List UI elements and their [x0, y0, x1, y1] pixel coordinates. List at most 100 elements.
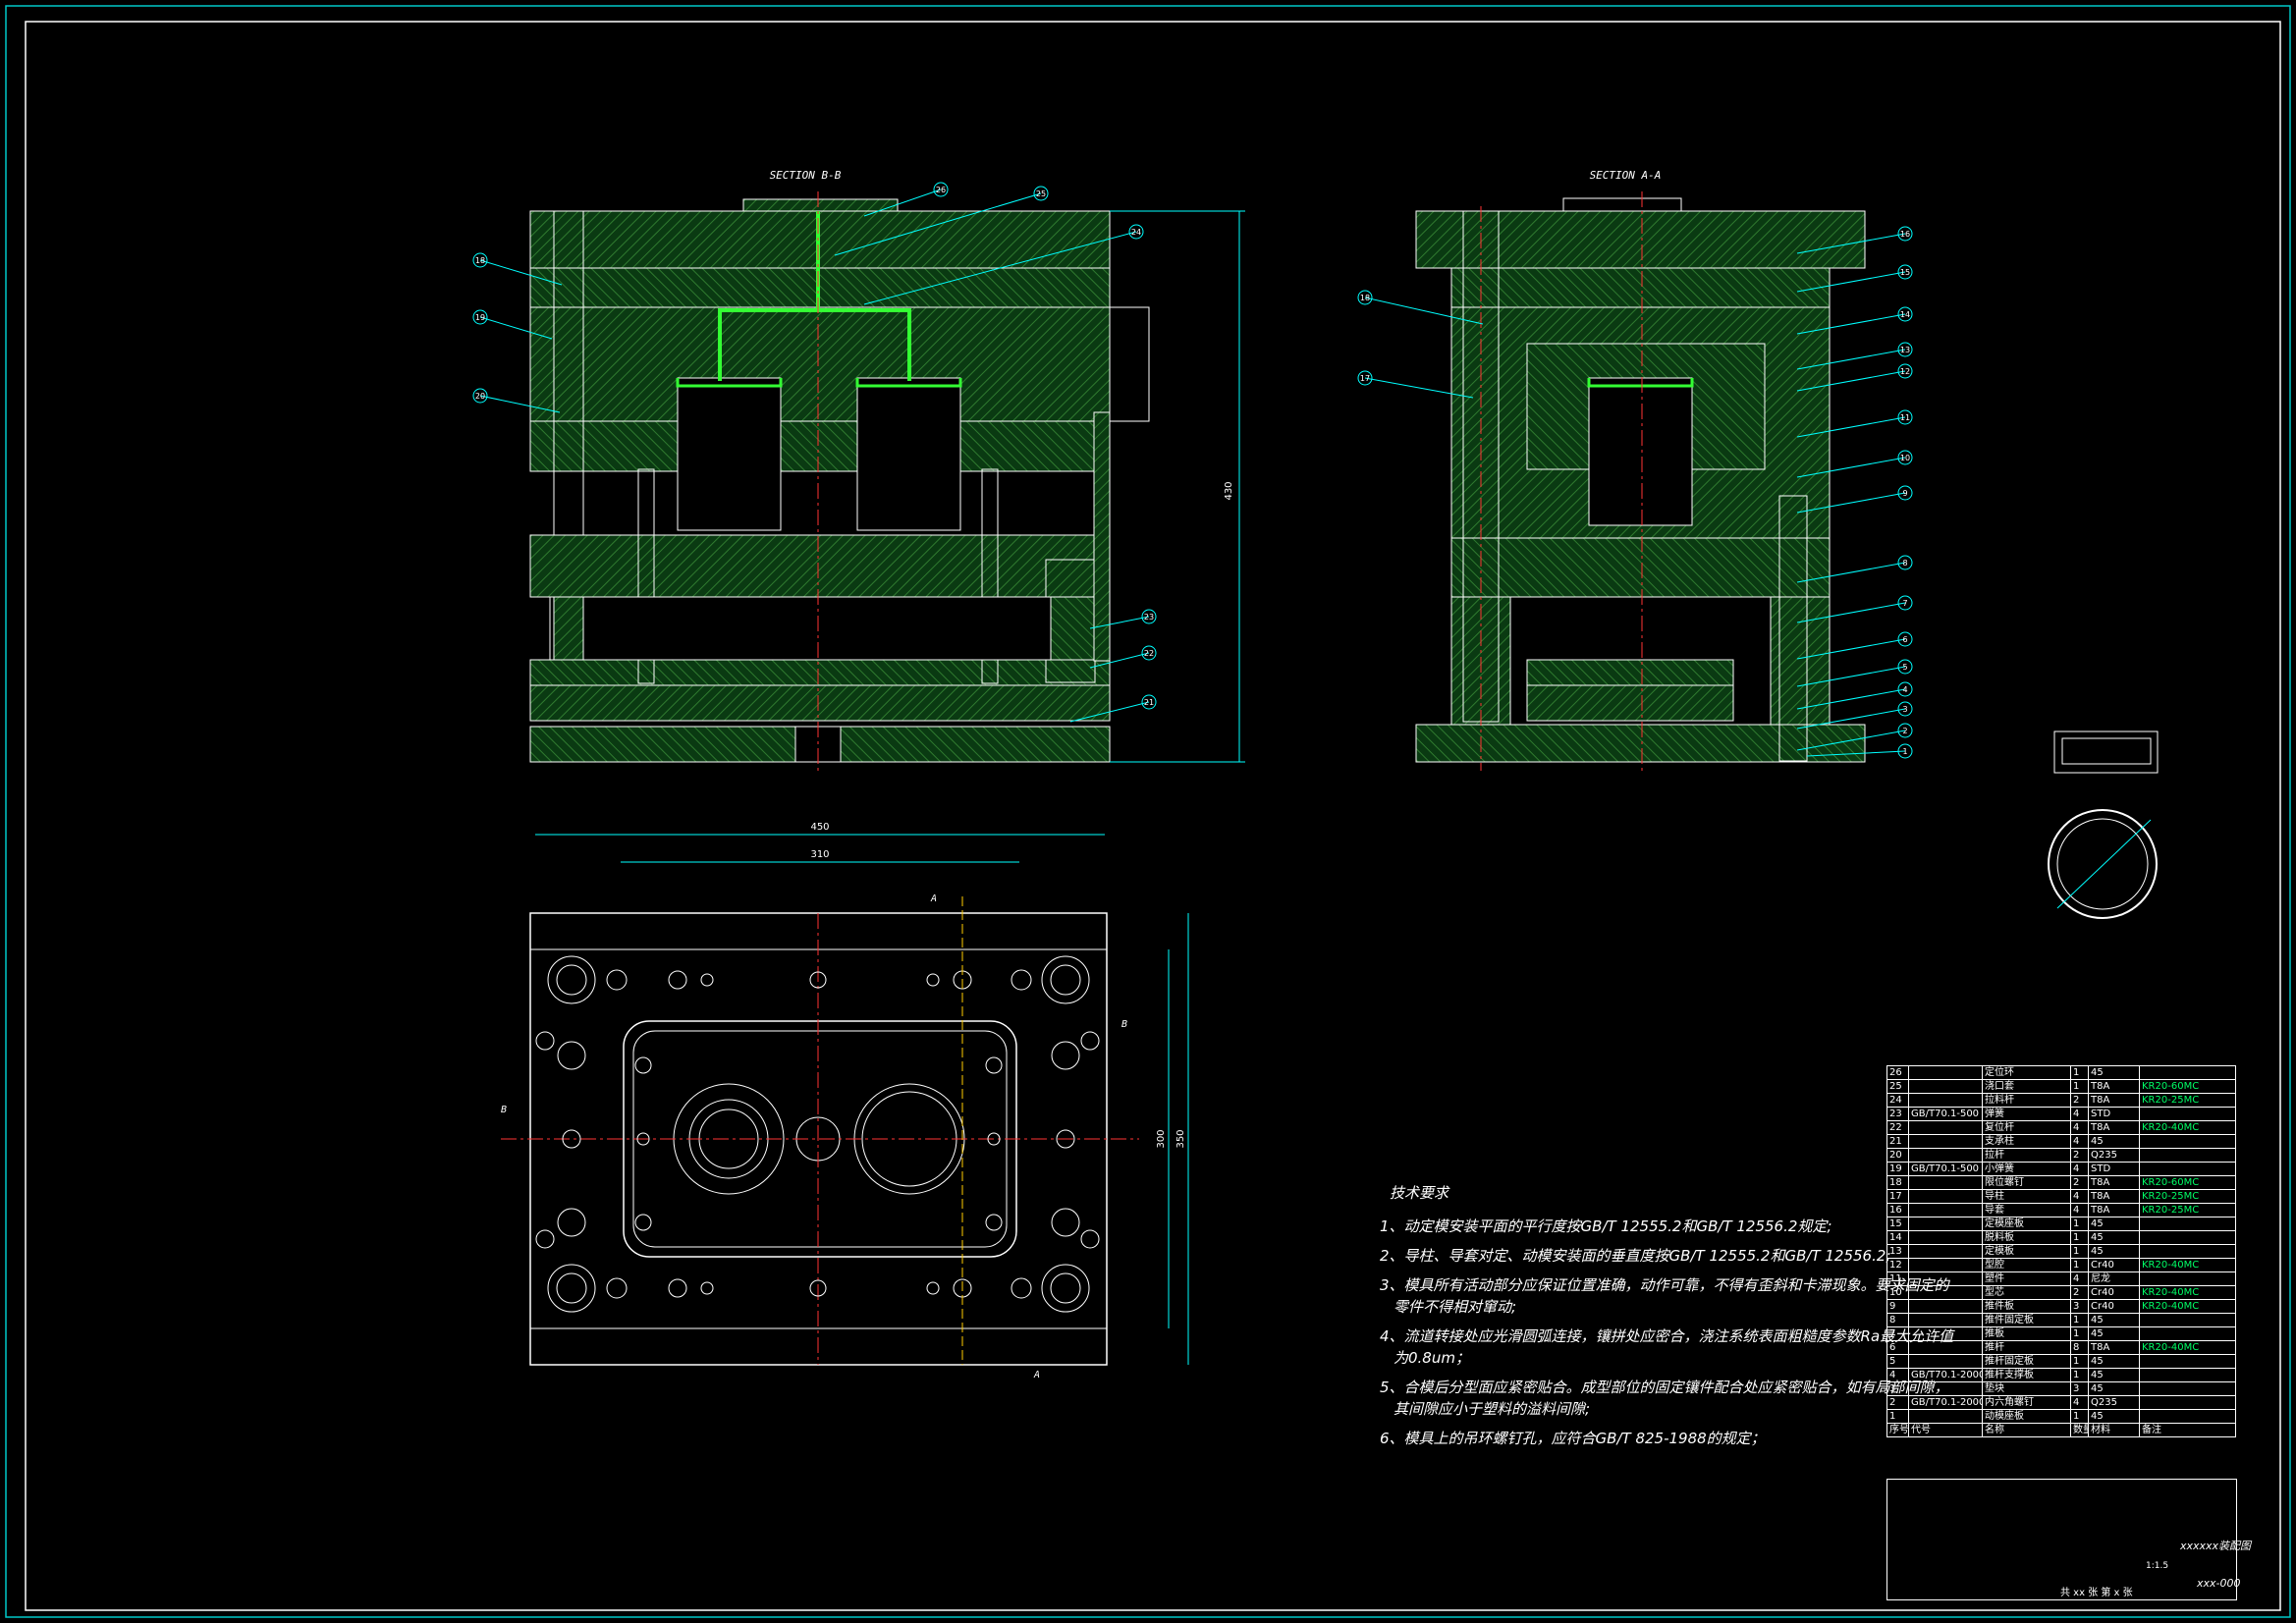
note-line: 2、导柱、导套对定、动模安装面的垂直度按GB/T 12555.2和GB/T 12…: [1380, 1247, 1891, 1265]
bom-cell-mat: T8A: [2088, 1175, 2140, 1190]
bom-cell-no: 23: [1886, 1107, 1909, 1121]
balloon-circle: [472, 388, 488, 404]
balloon-label: 6: [1902, 635, 1907, 644]
balloon-label: 19: [475, 313, 485, 322]
bom-cell-note: [2139, 1409, 2236, 1424]
bom-cell-mat: 45: [2088, 1065, 2140, 1080]
bom-cell-name: 内六角螺钉: [1982, 1395, 2071, 1410]
bom-cell-no: 5: [1886, 1354, 1909, 1369]
bom-cell-std: [1908, 1093, 1983, 1108]
bom-header-note: 备注: [2139, 1423, 2236, 1437]
bom-cell-std: GB/T70.1-2000: [1908, 1395, 1983, 1410]
leader-line: [1796, 349, 1906, 370]
leader-line: [1796, 370, 1906, 392]
bom-cell-note: KR20-40MC: [2139, 1340, 2236, 1355]
leader-line: [479, 259, 563, 286]
balloon-circle: [933, 182, 949, 197]
bom-cell-std: [1908, 1381, 1983, 1396]
section-a-title: SECTION A-A: [1590, 169, 1662, 182]
leader-line: [479, 316, 553, 340]
bom-cell-note: KR20-40MC: [2139, 1299, 2236, 1314]
bom-cell-mat: 45: [2088, 1313, 2140, 1327]
section-b-title: SECTION B-B: [770, 169, 842, 182]
note-line: 6、模具上的吊环螺钉孔，应符合GB/T 825-1988的规定；: [1380, 1430, 1766, 1447]
bom-cell-name: 拉料杆: [1982, 1093, 2071, 1108]
bom-cell-name: 定模板: [1982, 1244, 2071, 1259]
bom-cell-mat: T8A: [2088, 1340, 2140, 1355]
bom-cell-qty: 4: [2070, 1107, 2089, 1121]
bom-cell-qty: 1: [2070, 1217, 2089, 1231]
bom-cell-name: 推杆固定板: [1982, 1354, 2071, 1369]
balloon-circle: [1897, 409, 1913, 425]
bom-cell-no: 16: [1886, 1203, 1909, 1217]
bom-cell-note: [2139, 1395, 2236, 1410]
bom-cell-qty: 4: [2070, 1162, 2089, 1176]
balloon-label: 8: [1902, 559, 1907, 568]
note-line: 3、模具所有活动部分应保证位置准确，动作可靠，不得有歪斜和卡滞现象。要求固定的: [1380, 1276, 1949, 1294]
bom-cell-std: [1908, 1065, 1983, 1080]
leader-line: [1806, 750, 1906, 757]
bom-cell-std: [1908, 1189, 1983, 1204]
bom-cell-note: [2139, 1107, 2236, 1121]
balloon-circle: [1897, 723, 1913, 738]
note-line: 其间隙应小于塑料的溢料间隙;: [1394, 1400, 1591, 1418]
bom-header-mat: 材料: [2088, 1423, 2140, 1437]
dim-height-430: 430: [1224, 481, 1234, 500]
bom-cell-note: [2139, 1354, 2236, 1369]
bom-cell-mat: Cr40: [2088, 1258, 2140, 1272]
balloon-label: 3: [1902, 705, 1907, 714]
bom-cell-no: 2: [1886, 1395, 1909, 1410]
bom-cell-name: 推件板: [1982, 1299, 2071, 1314]
leader-line: [479, 395, 561, 413]
bom-cell-name: 型腔: [1982, 1258, 2071, 1272]
bom-cell-qty: 1: [2070, 1079, 2089, 1094]
leader-line: [1796, 416, 1906, 438]
bom-cell-no: 25: [1886, 1079, 1909, 1094]
bom-cell-mat: Cr40: [2088, 1299, 2140, 1314]
bom-cell-mat: STD: [2088, 1162, 2140, 1176]
bom-cell-std: GB/T70.1-500: [1908, 1107, 1983, 1121]
plan-view: 450 310 300 350 A A B B: [501, 822, 1189, 1380]
bom-cell-note: [2139, 1368, 2236, 1382]
bom-cell-mat: Q235: [2088, 1395, 2140, 1410]
balloon-label: 17: [1360, 374, 1370, 383]
bom-cell-note: [2139, 1271, 2236, 1286]
bom-cell-std: [1908, 1340, 1983, 1355]
bom-cell-note: [2139, 1313, 2236, 1327]
notes-title: 技术要求: [1390, 1184, 1449, 1202]
bom-cell-std: [1908, 1175, 1983, 1190]
bom-cell-qty: 1: [2070, 1313, 2089, 1327]
balloon-label: 11: [1900, 413, 1910, 422]
bom-cell-mat: 45: [2088, 1368, 2140, 1382]
bom-cell-std: [1908, 1354, 1983, 1369]
bom-header-no: 序号: [1886, 1423, 1909, 1437]
bom-cell-std: [1908, 1230, 1983, 1245]
bom-header-name: 名称: [1982, 1423, 2071, 1437]
bom-cell-std: [1908, 1299, 1983, 1314]
bom-cell-qty: 4: [2070, 1134, 2089, 1149]
dim-depth-350: 350: [1175, 1129, 1186, 1148]
bom-cell-mat: T8A: [2088, 1093, 2140, 1108]
bom-cell-no: 10: [1886, 1285, 1909, 1300]
bom-cell-name: 推杆支撑板: [1982, 1368, 2071, 1382]
section-a-view: SECTION A-A: [1415, 169, 1866, 771]
drawing-code: xxx-000: [2197, 1577, 2241, 1590]
bom-cell-name: 脱料板: [1982, 1230, 2071, 1245]
balloon-circle: [1897, 701, 1913, 717]
balloon-label: 23: [1144, 613, 1154, 622]
balloon-label: 18: [475, 256, 485, 265]
balloon-circle: [472, 309, 488, 325]
bom-cell-name: 推件固定板: [1982, 1313, 2071, 1327]
